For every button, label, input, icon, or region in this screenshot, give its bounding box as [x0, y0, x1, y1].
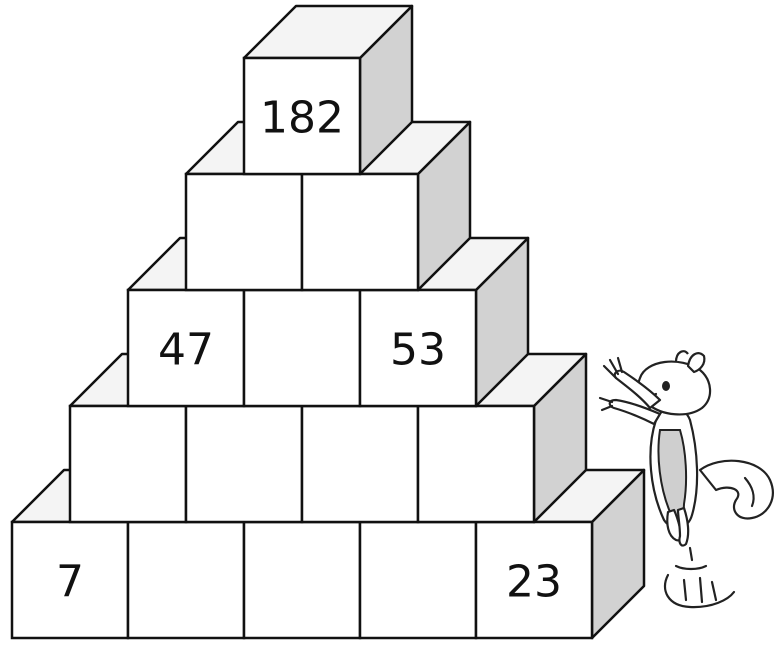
pyramid-block: 53 [360, 290, 476, 406]
block-number: 7 [56, 557, 84, 608]
pyramid-block [360, 522, 476, 638]
pyramid-block [418, 406, 534, 522]
block-front-face [418, 406, 534, 522]
block-number: 47 [158, 325, 214, 376]
pyramid-block [186, 406, 302, 522]
pyramid-block: 7 [12, 522, 128, 638]
pyramid-blocks: 7 23 47 53 182 [12, 6, 644, 638]
pyramid-block [302, 406, 418, 522]
block-number: 182 [260, 93, 344, 144]
block-front-face [186, 174, 302, 290]
block-front-face [244, 522, 360, 638]
block-front-face [302, 174, 418, 290]
pyramid-block [128, 522, 244, 638]
block-front-face [302, 406, 418, 522]
block-number: 53 [390, 325, 446, 376]
pyramid-block [244, 522, 360, 638]
block-front-face [360, 522, 476, 638]
block-number: 23 [506, 557, 562, 608]
block-front-face [186, 406, 302, 522]
pyramid-block [302, 174, 418, 290]
pyramid-block: 23 [476, 522, 592, 638]
pyramid-block [186, 174, 302, 290]
block-front-face [244, 290, 360, 406]
pyramid-row: 182 [244, 6, 412, 174]
block-front-face [70, 406, 186, 522]
pyramid-block: 182 [244, 58, 360, 174]
pyramid-block: 47 [128, 290, 244, 406]
pyramid-block [70, 406, 186, 522]
block-front-face [128, 522, 244, 638]
pyramid-block [244, 290, 360, 406]
